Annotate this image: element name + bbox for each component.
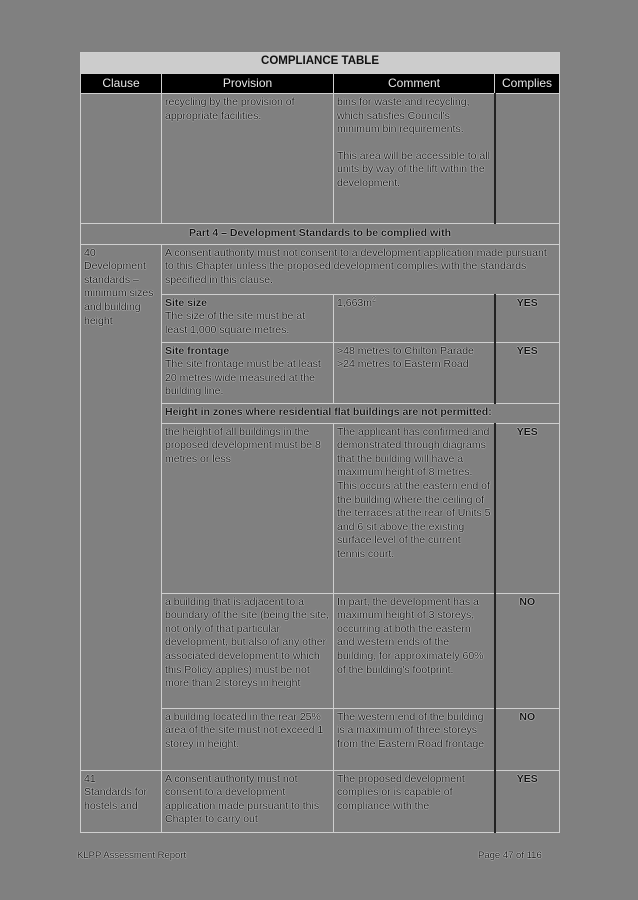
superscript: 2 (372, 296, 376, 304)
column-header-comment: Comment (333, 73, 495, 94)
table-row: Site frontage The site frontage must be … (81, 341, 561, 404)
site-area-value: 1,663m (337, 296, 373, 309)
table-row: recycling by the provision of appropriat… (80, 93, 561, 224)
clause-intro: A consent authority must not consent to … (160, 243, 561, 295)
table-row: Site size The size of the site must be a… (81, 293, 561, 343)
table-title-row: COMPLIANCE TABLE (79, 52, 561, 74)
comment-paragraph: This area will be accessible to all unit… (337, 149, 490, 189)
comment-paragraph: bins for waste and recycling, which sati… (337, 96, 470, 136)
complies-cell: YES (493, 341, 561, 404)
table-row: a building that is adjacent to a boundar… (81, 592, 561, 709)
provision-heading: Site frontage (165, 344, 230, 357)
provision-cell: Site size The size of the site must be a… (161, 293, 334, 343)
provision-cell: A consent authority must not consent to … (161, 769, 334, 833)
comment-cell: >48 metres to Chilton Parade >24 metres … (333, 341, 496, 404)
provision-text: The size of the site must be at least 1,… (165, 310, 306, 336)
comment-cell: The applicant has confirmed and demonstr… (333, 422, 496, 594)
column-header-complies: Complies (493, 73, 561, 94)
complies-cell: NO (493, 592, 561, 709)
footer-report-title: KLPP Assessment Report (77, 850, 187, 861)
table-row: the height of all buildings in the propo… (81, 422, 561, 594)
provision-cell: a building located in the rear 25% area … (161, 707, 334, 771)
compliance-table: COMPLIANCE TABLE Clause Provision Commen… (79, 52, 561, 833)
provision-cell: recycling by the provision of appropriat… (161, 93, 334, 224)
comment-line: >24 metres to Eastern Road (337, 358, 469, 371)
comment-cell: bins for waste and recycling, which sati… (333, 93, 496, 224)
clause-cell: 40 Development standards – minimum sizes… (80, 243, 162, 771)
clause-cell (80, 93, 162, 224)
complies-cell: YES (493, 769, 561, 833)
clause-number: 40 (84, 246, 96, 259)
column-header-clause: Clause (80, 73, 162, 94)
section-heading: Part 4 – Development Standards to be com… (79, 223, 561, 245)
provision-cell: the height of all buildings in the propo… (161, 422, 334, 594)
comment-line: >48 metres to Chilton Parade (337, 344, 474, 357)
table-title: COMPLIANCE TABLE (79, 52, 561, 74)
footer-page-number: Page 47 of 116 (478, 850, 542, 861)
provision-heading: Site size (165, 296, 208, 309)
comment-cell: The western end of the building is a max… (333, 707, 496, 771)
provision-text: The site frontage must be at least 20 me… (165, 358, 321, 398)
clause-cell: 41 Standards for hostels and (80, 769, 162, 833)
complies-cell: YES (493, 293, 561, 343)
clause-number: 41 (84, 772, 96, 785)
table-row: Height in zones where residential flat b… (81, 402, 561, 424)
table-row: 40 Development standards – minimum sizes… (80, 243, 561, 771)
comment-cell: 1,663m2 (333, 293, 496, 343)
table-row: a building located in the rear 25% area … (81, 707, 561, 771)
comment-cell: The proposed development complies or is … (333, 769, 496, 833)
complies-cell (493, 93, 561, 224)
section-heading-row: Part 4 – Development Standards to be com… (79, 223, 561, 245)
complies-cell: YES (493, 422, 561, 594)
subsection-heading: Height in zones where residential flat b… (160, 402, 561, 424)
provision-cell: Site frontage The site frontage must be … (161, 341, 334, 404)
table-row: 41 Standards for hostels and A consent a… (80, 769, 561, 833)
clause-title: Development standards – minimum sizes an… (84, 260, 154, 327)
comment-cell: In part, the development has a maximum h… (333, 592, 496, 709)
provision-cell: a building that is adjacent to a boundar… (161, 592, 334, 709)
column-header-provision: Provision (161, 73, 334, 94)
complies-cell: NO (493, 707, 561, 771)
table-header-row: Clause Provision Comment Complies (80, 73, 561, 94)
clause-title: Standards for hostels and (84, 786, 148, 812)
